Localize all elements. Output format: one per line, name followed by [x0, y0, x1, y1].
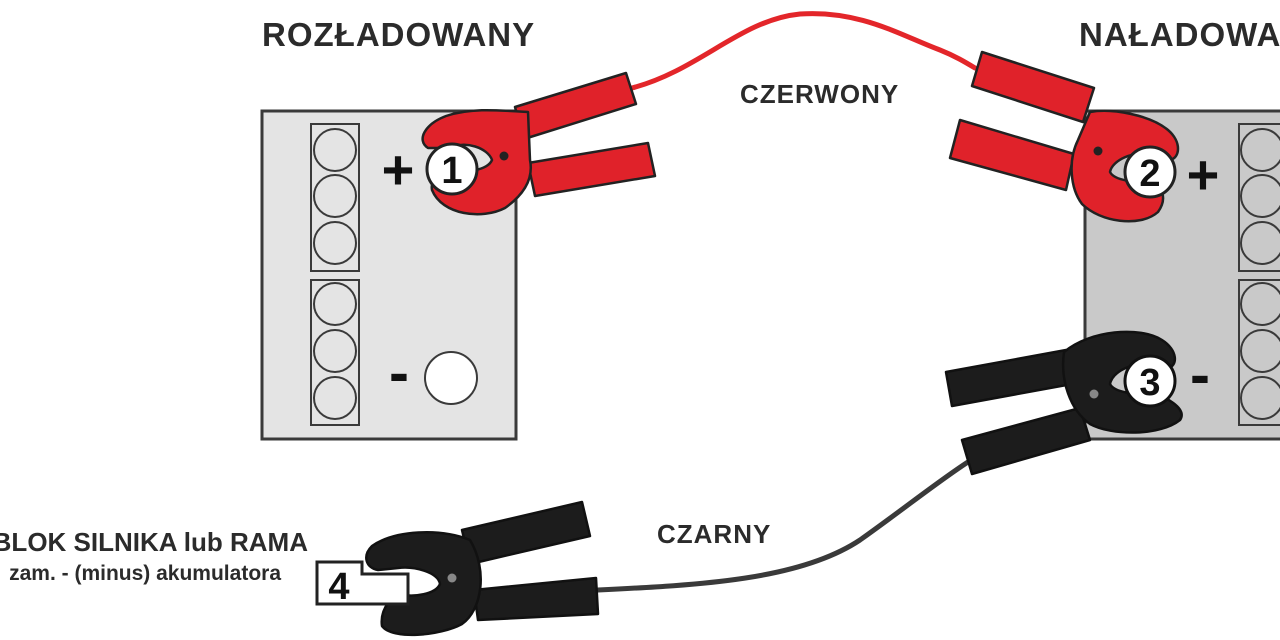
- clamp-pivot: [499, 151, 509, 161]
- black-clamp-3: 3: [944, 330, 1183, 476]
- cell-cap: [1240, 376, 1280, 420]
- discharged-battery-label: ROZŁADOWANY: [262, 16, 536, 53]
- cell-cap: [1240, 221, 1280, 265]
- step-4-marker: [315, 560, 410, 606]
- cell-cap: [1240, 329, 1280, 373]
- cell-cap: [313, 128, 357, 172]
- ground-point-label: BLOK SILNIKA lub RAMA: [0, 527, 308, 557]
- cell-cap: [313, 329, 357, 373]
- clamp-handle: [970, 50, 1096, 124]
- clamp-pivot: [1093, 146, 1103, 156]
- cell-cap: [313, 174, 357, 218]
- cell-cap: [1240, 282, 1280, 326]
- clamp-handle: [526, 141, 657, 198]
- discharged-minus-sign: -: [389, 339, 409, 406]
- clamp-pivot: [447, 573, 457, 583]
- clamp-pivot: [1089, 389, 1099, 399]
- cell-cap: [313, 376, 357, 420]
- black-clamp-4: 4: [315, 500, 600, 637]
- cell-cap: [1240, 128, 1280, 172]
- clamp-handle: [513, 71, 638, 141]
- discharged-plus-sign: +: [382, 138, 415, 201]
- clamp-handle: [944, 348, 1074, 408]
- cell-cap: [1240, 174, 1280, 218]
- discharged-battery: + -: [260, 109, 518, 441]
- discharged-negative-terminal: [424, 351, 478, 405]
- clamp-handle: [460, 500, 592, 566]
- cell-cap: [313, 282, 357, 326]
- charged-minus-sign: -: [1190, 341, 1210, 408]
- clamp-handle: [960, 406, 1092, 476]
- clamp-jaw: [365, 531, 482, 637]
- charged-battery-label: NAŁADOWANY: [1079, 16, 1280, 53]
- red-cable: [629, 11, 978, 91]
- cell-cap: [313, 221, 357, 265]
- step-1-number: 1: [441, 150, 462, 192]
- step-2-number: 2: [1139, 153, 1160, 195]
- clamp-handle: [472, 576, 600, 622]
- charged-battery: + -: [1083, 109, 1280, 441]
- red-clamp-1: 1: [421, 71, 657, 216]
- black-cable: [595, 459, 971, 593]
- red-clamp-2: 2: [948, 50, 1180, 223]
- ground-point-sublabel: zam. - (minus) akumulatora: [9, 562, 281, 585]
- step-4-number: 4: [328, 566, 349, 608]
- step-1-marker: [425, 142, 479, 196]
- step-2-marker: [1123, 145, 1177, 199]
- step-3-marker: [1123, 354, 1177, 408]
- clamp-handle: [948, 118, 1076, 192]
- red-wire-label: CZERWONY: [740, 79, 900, 109]
- black-wire-label: CZARNY: [657, 519, 772, 549]
- step-3-number: 3: [1139, 362, 1160, 404]
- charged-plus-sign: +: [1187, 143, 1220, 206]
